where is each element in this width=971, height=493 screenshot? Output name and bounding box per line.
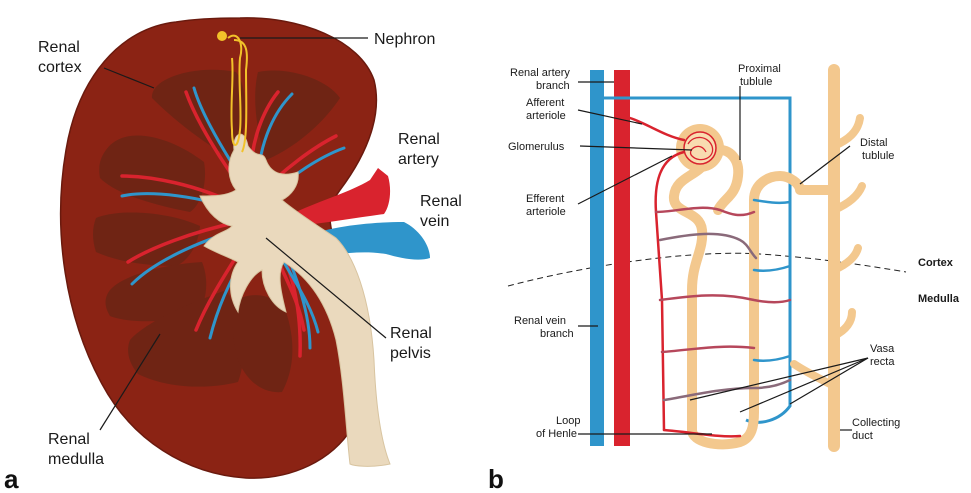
- label-renal-medulla: Renal medulla: [48, 431, 104, 468]
- glomerulus-shape: [676, 124, 724, 172]
- label-afferent-arteriole: Afferent arteriole: [526, 97, 567, 122]
- label-renal-pelvis: Renal pelvis: [390, 325, 436, 362]
- label-loop-of-henle: Loop of Henle: [536, 415, 584, 440]
- label-medulla: Medulla: [918, 293, 960, 305]
- renal-vein-branch-vessel: [590, 70, 604, 446]
- glomerulus-dot: [217, 31, 227, 41]
- label-renal-cortex: Renal cortex: [38, 39, 84, 76]
- label-renal-vein-branch: Renal vein branch: [514, 315, 574, 340]
- cortex-medulla-boundary: [508, 253, 906, 286]
- label-cortex: Cortex: [918, 257, 954, 269]
- renal-artery-branch-vessel: [614, 70, 630, 446]
- panel-letter-b: b: [488, 464, 504, 493]
- label-renal-artery-branch: Renal artery branch: [510, 67, 573, 92]
- label-vasa-recta: Vasa recta: [870, 343, 897, 368]
- nephron-panel: Renal artery branch Afferent arteriole G…: [488, 63, 960, 493]
- leader-line: [578, 110, 642, 124]
- collecting-duct-shape: [794, 70, 862, 446]
- label-renal-vein: Renal vein: [420, 193, 466, 230]
- label-proximal-tubule: Proximal tublule: [738, 63, 784, 88]
- leader-line: [800, 146, 850, 184]
- label-nephron: Nephron: [374, 31, 435, 48]
- label-efferent-arteriole: Efferent arteriole: [526, 193, 567, 218]
- leader-line: [690, 358, 868, 400]
- label-distal-tubule: Distal tublule: [860, 137, 894, 162]
- label-renal-artery: Renal artery: [398, 131, 444, 168]
- label-glomerulus: Glomerulus: [508, 141, 565, 153]
- kidney-panel: Renal cortex Nephron Renal artery Renal …: [4, 18, 466, 493]
- panel-letter-a: a: [4, 464, 19, 493]
- label-collecting-duct: Collecting duct: [852, 417, 903, 442]
